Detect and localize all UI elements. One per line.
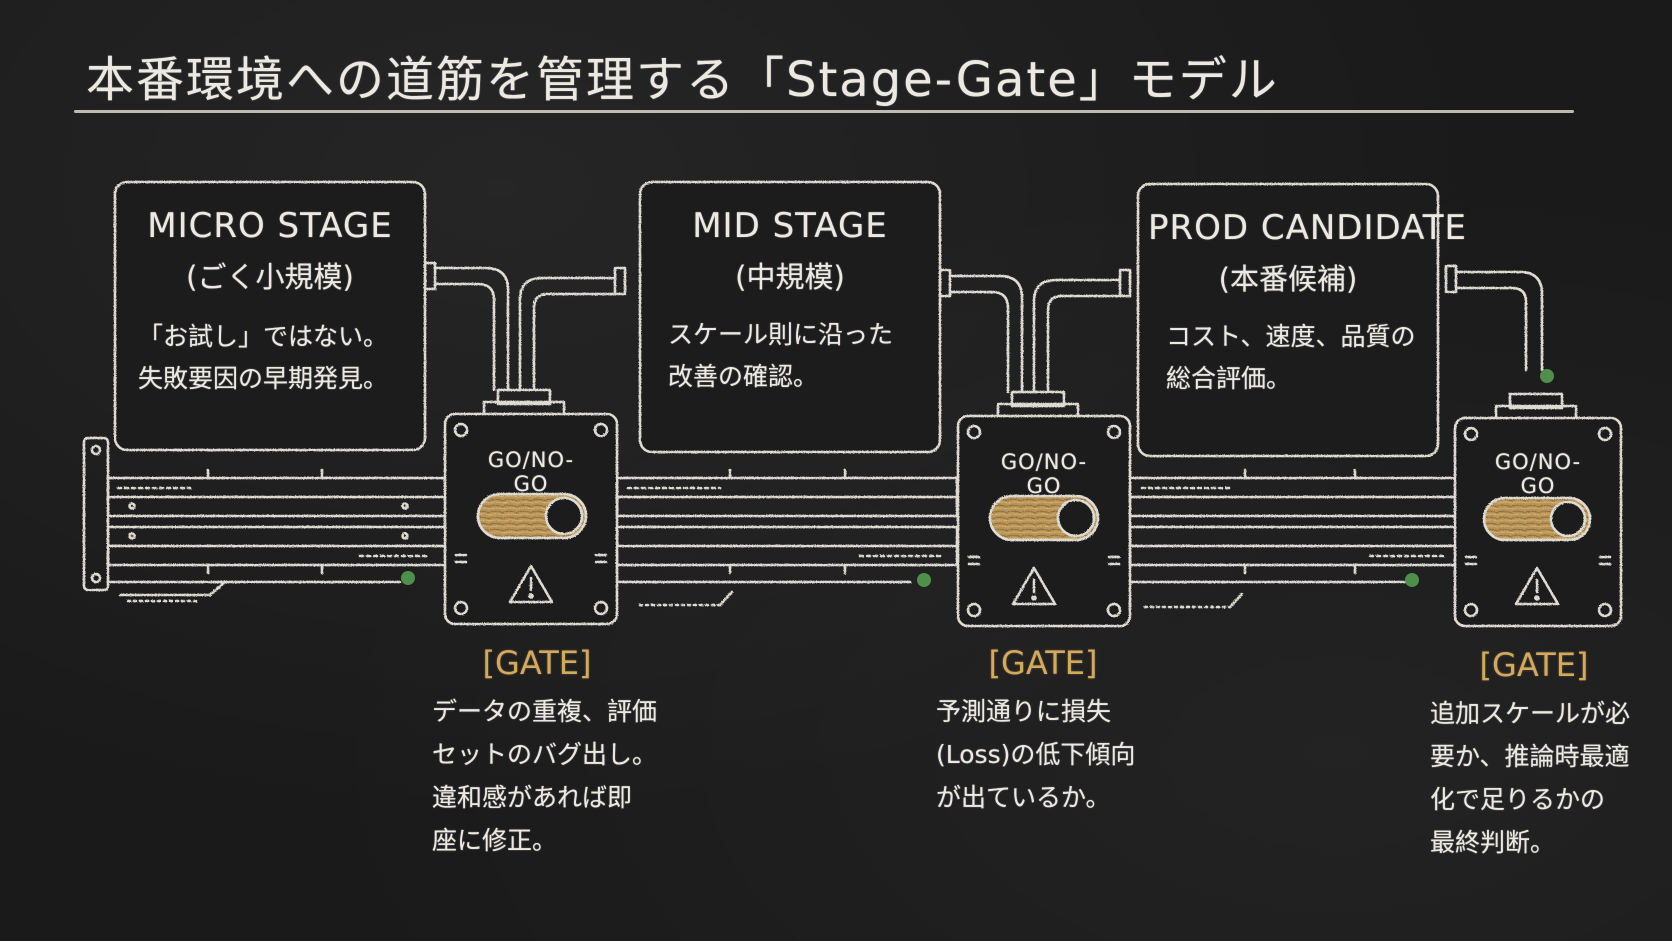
gate-1-desc: データの重複、評価 セットのバグ出し。 違和感があれば即 座に修正。 — [432, 697, 658, 855]
gate-1-tag: [GATE] — [482, 644, 592, 682]
page-title: 本番環境への道筋を管理する「Stage-Gate」モデル — [86, 52, 1279, 108]
stage-prod-heading: PROD CANDIDATE (本番候補) — [1148, 208, 1467, 298]
gate-3-tag: [GATE] — [1479, 646, 1589, 684]
stage-mid-name: MID STAGE — [692, 206, 888, 246]
stage-micro-desc: 「お試し」ではない。 失敗要因の早期発見。 — [138, 322, 389, 393]
stage-prod-sub: (本番候補) — [1218, 262, 1358, 296]
stage-box-mid — [638, 180, 942, 454]
gate-2-desc: 予測通りに損失 (Loss)の低下傾向 が出ているか。 — [936, 697, 1136, 812]
gate-box-1 — [443, 388, 619, 626]
rail-segment-2 — [615, 468, 959, 607]
stage-micro-name: MICRO STAGE — [147, 206, 393, 246]
stage-mid-sub: (中規模) — [735, 260, 845, 294]
stage-mid-desc: スケール則に沿った 改善の確認。 — [668, 320, 894, 391]
gate-box-2 — [956, 390, 1132, 628]
gate-2-switch-label: GO/NO-GO — [1000, 450, 1088, 498]
stage-box-prod — [1136, 182, 1440, 458]
stage-box-micro — [113, 180, 427, 452]
gate-3-desc: 追加スケールが必 要か、推論時最適 化で足りるかの 最終判断。 — [1430, 699, 1631, 857]
gate-2-tag: [GATE] — [988, 644, 1098, 682]
stage-mid-heading: MID STAGE (中規模) — [650, 206, 930, 296]
title-underline — [74, 110, 1574, 113]
gate-1-switch-label: GO/NO-GO — [487, 448, 575, 496]
indicator-led-icon — [401, 369, 1554, 587]
stage-micro-sub: (ごく小規模) — [186, 260, 354, 294]
stage-prod-name: PROD CANDIDATE — [1148, 208, 1467, 248]
stage-micro-heading: MICRO STAGE (ごく小規模) — [125, 206, 415, 296]
stage-prod-desc: コスト、速度、品質の 総合評価。 — [1166, 322, 1416, 393]
rail-segment-1 — [82, 436, 450, 603]
gate-3-switch-label: GO/NO-GO — [1494, 450, 1582, 498]
gate-box-3 — [1453, 392, 1623, 628]
